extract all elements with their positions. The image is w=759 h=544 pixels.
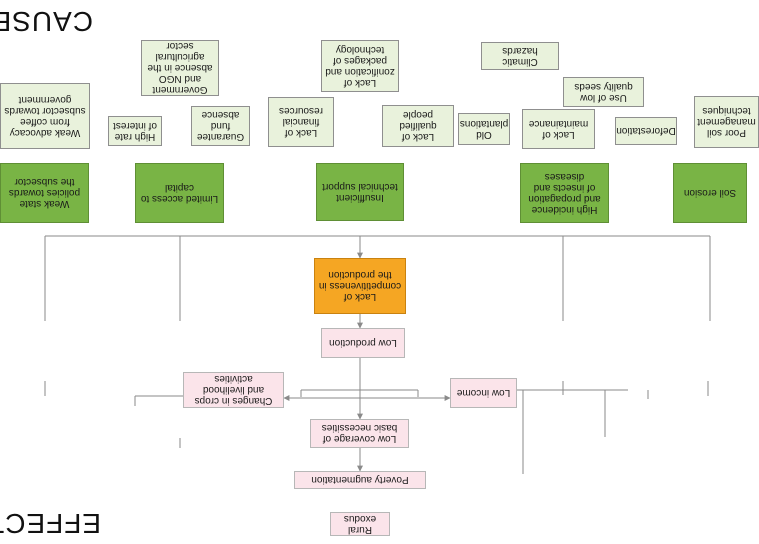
old-plantations-box: Old plantations [458,113,510,145]
soil-erosion-box: Soil erosion [673,163,747,223]
deforestation-box: Deforestation [615,117,677,145]
lack-zonification-box: Lack of zonification and packages of tec… [321,40,399,92]
core-problem-box: Lack of competitiveness in the productio… [314,258,406,314]
insufficient-technical-support-box: Insufficient technical support [316,163,404,221]
limited-access-capital-box: Limited access to capital [135,163,224,223]
gov-ngo-absence-box: Government and NGO absence in the agricu… [141,40,219,96]
low-coverage-box: Low coverage of basic necessities [310,419,409,448]
climatic-hazards-box: Climatic hazards [481,42,559,70]
weak-state-policies-box: Weak state policies towards the subsecto… [0,163,89,223]
lack-financial-box: Lack of financial resources [268,97,334,147]
poverty-box: Poverty augmentation [294,471,426,489]
guarantee-absence-box: Guarantee fund absence [191,106,250,146]
changes-crops-box: Changes in crops and livelihood activiti… [183,372,284,408]
lack-qualified-box: Lack of qualified people [382,105,454,147]
low-quality-seeds-box: Use of low quality seeds [563,77,644,107]
lack-maintenance-box: Lack of maintainance [522,109,595,149]
weak-advocacy-box: Weak advocacy from coffee subsector towa… [0,83,90,149]
rural-exodus-box: Rural exodus [330,512,390,536]
high-interest-box: High rate of interest [108,116,162,146]
low-production-box: Low production [321,328,405,358]
pests-diseases-box: High incidence and propagation of insect… [520,163,609,223]
causes-heading: CAUSES [0,6,93,37]
effects-heading: EFFECTS [0,508,101,539]
low-income-box: Low income [450,378,517,408]
poor-soil-box: Poor soil management techniques [694,96,759,148]
